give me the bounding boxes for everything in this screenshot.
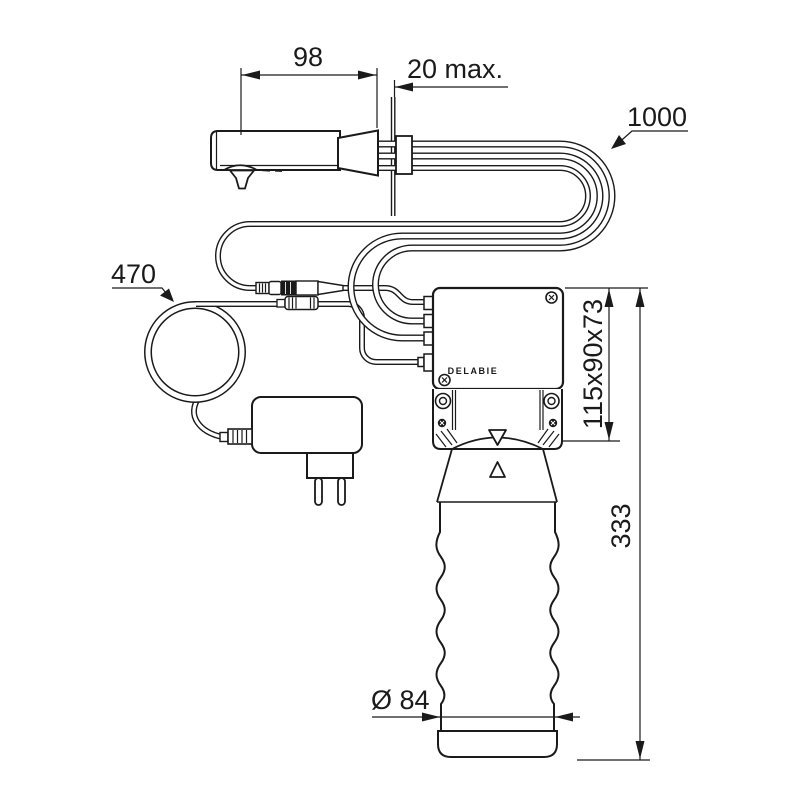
spout-backnut — [395, 135, 413, 175]
dimension-total-height: 333 — [577, 288, 650, 761]
spout-cone — [337, 129, 379, 177]
screw-icon — [438, 373, 451, 387]
screw-icon — [437, 418, 447, 428]
dim-box-label: 115x90x73 — [578, 299, 608, 429]
plug-base — [306, 449, 354, 479]
control-box-inlets — [417, 295, 434, 372]
dimension-control-box: 115x90x73 — [562, 287, 648, 442]
bottle-grip-left — [435, 502, 446, 731]
sensor-cable — [215, 165, 591, 305]
dim-333-label: 333 — [606, 503, 636, 548]
dimension-spout-projection: 98 — [240, 42, 378, 135]
mounting-bracket — [432, 389, 563, 450]
dimension-wall-thickness: 20 max. — [395, 54, 508, 92]
plug-pin — [314, 477, 323, 506]
brand-label: DELABIE — [448, 366, 499, 376]
dim-diameter-label: Ø 84 — [371, 685, 430, 715]
dim-1000-label: 1000 — [627, 102, 687, 132]
bottle-grip-right — [549, 502, 560, 731]
power-jack-socket — [423, 353, 434, 372]
screw-icon — [548, 418, 558, 428]
bracket-fins — [435, 428, 560, 448]
control-box: DELABIE — [431, 286, 565, 391]
mounting-hole-icon — [543, 392, 560, 410]
mounting-wall-panel — [390, 80, 396, 216]
spout-nozzle — [229, 169, 255, 190]
spout — [210, 129, 413, 190]
power-adapter — [219, 396, 363, 506]
sensor-window-bump — [220, 164, 261, 171]
release-triangle-down-icon — [488, 429, 507, 446]
screw-icon — [545, 291, 558, 304]
supply-hoses-loop — [347, 140, 616, 342]
dimension-bottle-diameter: Ø 84 — [371, 685, 580, 722]
align-triangle-up-icon — [489, 461, 506, 478]
dimension-hose-length: 1000 — [611, 102, 688, 149]
sensor-cable-connector — [255, 280, 344, 296]
plug-pin — [337, 477, 346, 506]
dimension-cable-length: 470 — [111, 259, 174, 302]
adapter-body — [251, 396, 363, 454]
bottle-base-cap — [437, 730, 558, 758]
dim-98-label: 98 — [293, 42, 323, 72]
cable-tip — [219, 431, 229, 443]
mounting-hole-icon — [434, 392, 452, 410]
cable-strain-relief — [227, 428, 253, 445]
dim-470-label: 470 — [111, 259, 156, 289]
power-jack-plug — [417, 356, 425, 368]
dim-20max-label: 20 max. — [407, 54, 503, 84]
power-cable-connector — [276, 295, 319, 311]
soap-bottle — [435, 448, 560, 758]
